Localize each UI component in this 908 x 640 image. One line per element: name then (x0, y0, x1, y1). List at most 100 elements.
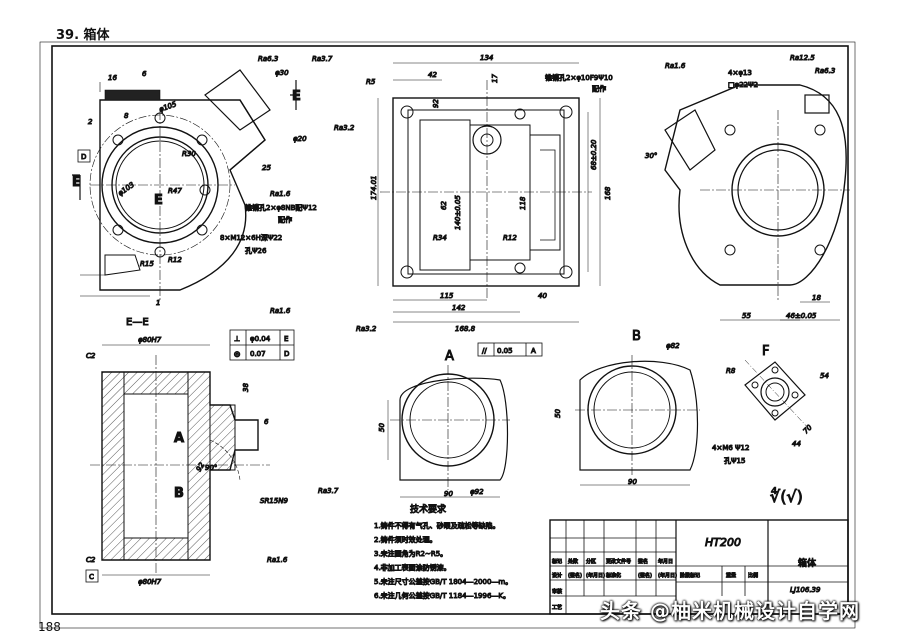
view-b-dim-82: φ82 (666, 342, 680, 350)
dim-sr: SR15N9 (260, 497, 288, 505)
dim-r12b: R12 (503, 234, 517, 242)
side-view (664, 84, 850, 321)
dim-174: 174.01 (370, 176, 378, 201)
datum-c: C (89, 573, 94, 581)
parallel-symbol: // (482, 347, 487, 355)
dim-42: 42 (428, 71, 437, 79)
dim-17: 17 (491, 74, 499, 83)
tol-row1-sym: ⊥ (234, 335, 240, 343)
dim-40: 40 (538, 292, 547, 300)
label-e-top: E (292, 89, 301, 104)
datum-c-box (85, 569, 99, 583)
roughness-ra16-bottom: Ra1.6 (267, 556, 288, 564)
dim-c2-top: C2 (86, 352, 96, 360)
view-arrow-a: A (174, 431, 184, 446)
thread-depth: 孔Ψ26 (245, 247, 267, 255)
view-f (744, 359, 811, 431)
dim-phi105: φ105 (158, 100, 178, 114)
inner-frame (51, 45, 849, 615)
tb-label-design: 设计 (552, 572, 562, 579)
page-number: 188 (38, 620, 61, 634)
title-block (549, 519, 849, 615)
dim-142: 142 (452, 304, 466, 312)
view-f-depth: 孔Ψ15 (724, 457, 745, 465)
view-f-thread: 4×M6 Ψ12 (712, 444, 749, 452)
roughness-ra63: Ra6.3 (258, 55, 278, 63)
dim-55: 55 (742, 312, 751, 320)
dim-1: 1 (156, 299, 160, 307)
view-a (387, 365, 510, 498)
note-item-5: 5.未注尺寸公差按GB/T 1804—2000—m。 (374, 577, 512, 586)
dim-134: 134 (480, 54, 493, 62)
dim-phi80-top: φ80H7 (138, 336, 162, 344)
dim-6: 6 (142, 70, 147, 78)
tb-row2-standard: 标准化 (606, 572, 621, 579)
tol-row2-sym: ◎ (234, 350, 240, 358)
dim-8: 8 (124, 112, 129, 120)
parallel-datum: A (531, 347, 536, 355)
title-drawing-no: LJ106.39 (790, 586, 821, 594)
dim-68: 68±0.20 (590, 139, 598, 170)
dim-r34: R34 (433, 234, 447, 242)
tb-field-date: 年月日 (658, 558, 673, 565)
tb-field-zone: 分区 (586, 558, 596, 565)
tol-row1-datum: E (284, 335, 288, 343)
section-ee-view (90, 344, 270, 576)
dim-r47: R47 (168, 187, 182, 195)
dim-r12a: R12 (168, 256, 182, 264)
outer-frame (39, 41, 856, 629)
tb-row2-date2: (年月日) (658, 572, 677, 579)
datum-d-box (77, 149, 91, 163)
dim-90deg: 90° (205, 464, 217, 472)
view-b-label: B (632, 329, 641, 344)
roughness-ra16-ee: Ra1.6 (270, 307, 291, 315)
dim-phi20: φ20 (293, 135, 307, 143)
title-part-name: 箱体 (798, 557, 816, 569)
dim-6b: 6 (264, 418, 269, 426)
view-b (575, 355, 700, 486)
dim-168: 168.8 (455, 325, 476, 333)
dim-168v: 168 (604, 186, 612, 200)
pin-hole-note: 配作 (278, 215, 292, 224)
roughness-ra32-right: Ra3.2 (334, 124, 355, 132)
tb-row2-sign2: (签名) (638, 572, 652, 579)
view-b-dim-90: 90 (628, 478, 637, 486)
dim-16: 16 (108, 74, 117, 82)
dim-62: 62 (440, 201, 448, 210)
dim-r30: R30 (182, 150, 196, 158)
view-f-44: 44 (792, 440, 801, 448)
parallelism-tolerance (477, 342, 543, 357)
dim-c2-bottom: C2 (86, 556, 96, 564)
view-a-dim-50: 50 (378, 423, 386, 432)
tb-row2-sign: (签名) (568, 572, 582, 579)
tb-row2-date: (年月日) (586, 572, 605, 579)
section-ee-label: E—E (126, 317, 149, 328)
note-item-4: 4.非加工表面涂防锈漆。 (374, 563, 451, 572)
tb-field-count: 处数 (568, 558, 578, 565)
dim-2: 2 (88, 118, 93, 126)
view-a-label: A (445, 349, 454, 364)
tb-field-change: 更改文件号 (606, 558, 631, 565)
pin-hole-callout: 锥销孔2×φ8NB配Ψ12 (245, 203, 317, 212)
view-f-70: 70 (802, 423, 814, 435)
tb-label-mark: 标记 (552, 558, 562, 565)
dim-18: 18 (812, 294, 821, 302)
roughness-ra37a: Ra3.7 (312, 55, 333, 63)
top-view (377, 62, 601, 323)
roughness-ra125: Ra12.5 (790, 54, 815, 62)
roughness-ra32-top: Ra3.2 (356, 325, 377, 333)
tb-label-review: 审核 (552, 588, 562, 595)
view-f-r8: R8 (726, 367, 736, 375)
dim-115: 115 (440, 292, 454, 300)
note-item-1: 1.铸件不得有气孔、砂眼及疏松等缺陷。 (374, 521, 500, 530)
roughness-ra63-side: Ra6.3 (815, 67, 835, 75)
notes-title: 技术要求 (410, 503, 446, 515)
note-item-2: 2.铸件须时效处理。 (374, 535, 437, 544)
tol-row1-value: φ0.04 (250, 335, 271, 343)
tb-stage: 阶段标记 (680, 572, 700, 579)
roughness-rest: ∜(√) (770, 486, 803, 506)
view-b-dim-50: 50 (554, 409, 562, 418)
dim-r15: R15 (140, 260, 154, 268)
view-f-54: 54 (820, 372, 829, 380)
